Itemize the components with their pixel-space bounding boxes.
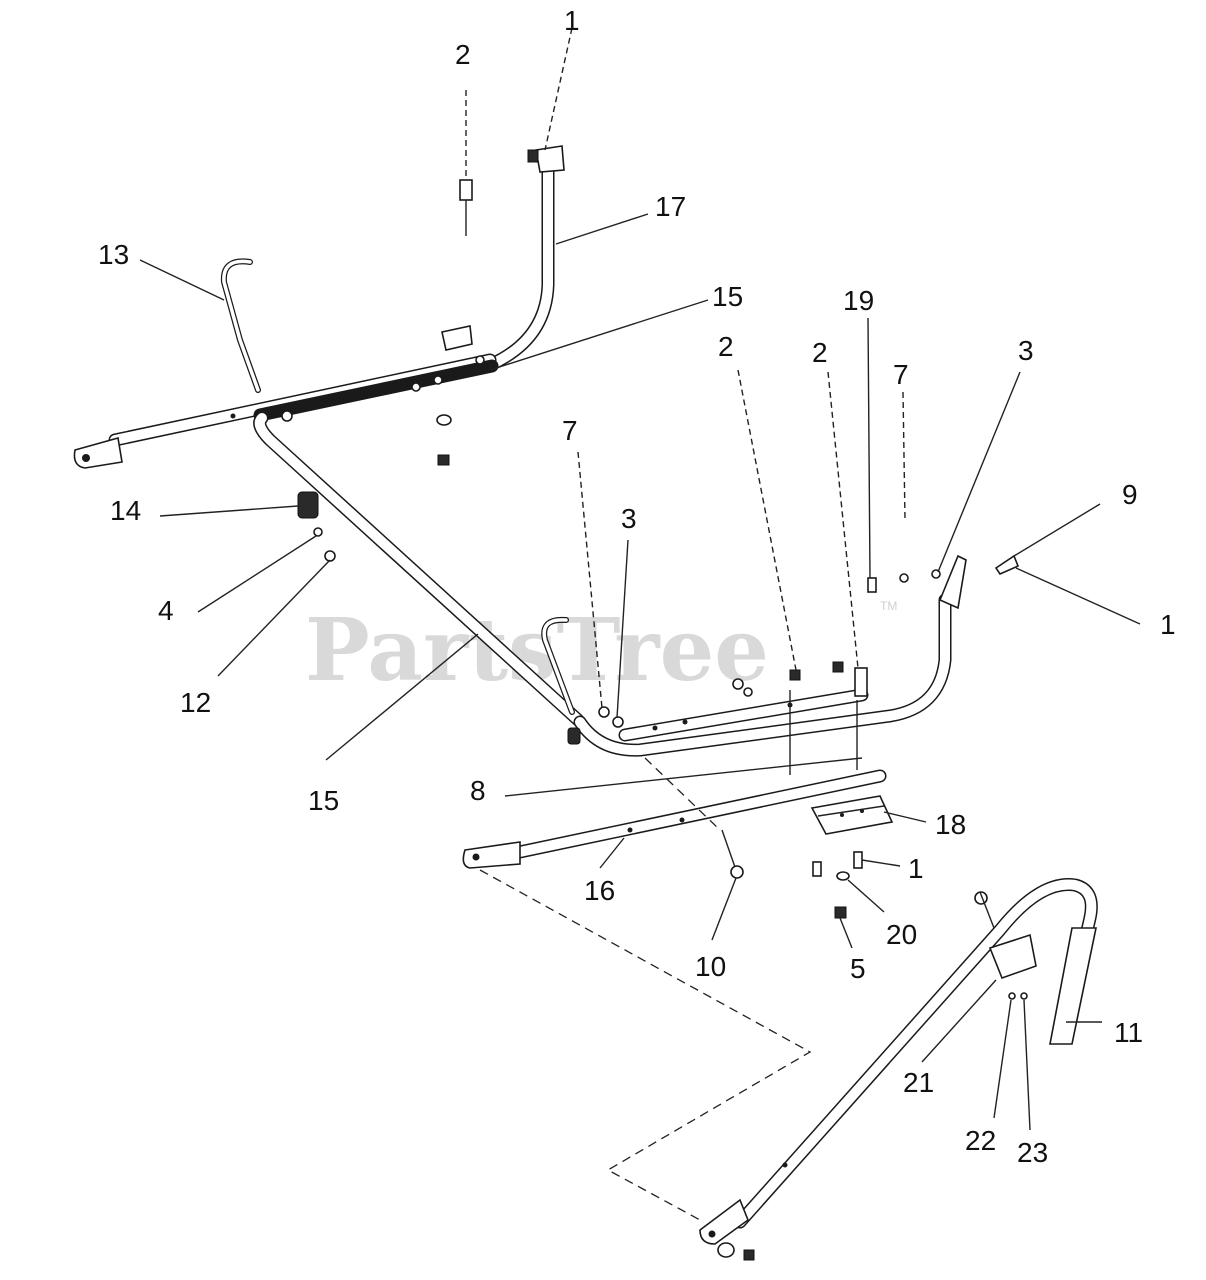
assembly-dashed-line-2 — [644, 757, 721, 831]
hardware-lower — [598, 661, 868, 775]
callout-7-left: 7 — [562, 415, 578, 446]
lower-rail-part-16 — [462, 769, 887, 869]
upper-handle-part-17 — [483, 145, 565, 372]
callout-10: 10 — [695, 951, 726, 982]
callout-20: 20 — [886, 919, 917, 950]
callout-2-right: 2 — [812, 337, 828, 368]
screw-part-4 — [313, 527, 323, 537]
fasteners-part-22-23 — [1008, 992, 1028, 1000]
callout-18: 18 — [935, 809, 966, 840]
pin-part-10 — [721, 829, 744, 879]
lower-handle-rail-upper — [73, 353, 499, 469]
callout-11: 11 — [1114, 1017, 1143, 1048]
callout-3-right: 3 — [1018, 335, 1034, 366]
washer-part-12 — [324, 550, 336, 562]
cable-part-13 — [220, 258, 261, 393]
hardware-bracket-fasteners — [812, 851, 863, 919]
callout-2-top: 2 — [455, 39, 471, 70]
callout-21: 21 — [903, 1067, 934, 1098]
callout-15-top: 15 — [712, 281, 743, 312]
callout-16: 16 — [584, 875, 615, 906]
callout-9: 9 — [1122, 479, 1138, 510]
callout-12: 12 — [180, 687, 211, 718]
cross-brace-part-15 — [253, 411, 585, 727]
callout-5: 5 — [850, 953, 866, 984]
callout-17: 17 — [655, 191, 686, 222]
lever-rod — [541, 616, 581, 745]
assembly-dashed-line — [479, 869, 812, 1221]
callout-23: 23 — [1017, 1137, 1048, 1168]
callout-15-bottom: 15 — [308, 785, 339, 816]
hardware-right-side — [867, 554, 1020, 593]
callout-4: 4 — [158, 595, 174, 626]
bracket-part-18 — [810, 795, 894, 835]
lower-handle-part-8 — [573, 554, 967, 757]
hardware-upper-bracket — [281, 325, 485, 466]
callout-22: 22 — [965, 1125, 996, 1156]
washer-nut-bottom — [717, 1242, 755, 1261]
inner-rail — [618, 688, 869, 742]
callout-7-right: 7 — [893, 359, 909, 390]
callout-1-lower: 1 — [908, 853, 924, 884]
callout-3-left: 3 — [621, 503, 637, 534]
leader-lines — [139, 27, 1141, 1131]
spring-part-14 — [297, 491, 319, 519]
watermark-trademark: TM — [880, 599, 897, 613]
callout-19: 19 — [843, 285, 874, 316]
callout-1-right: 1 — [1160, 609, 1176, 640]
bolt-part-2-top — [459, 179, 473, 236]
callout-2-mid: 2 — [718, 331, 734, 362]
callout-1-top: 1 — [564, 5, 580, 36]
grip-part-11 — [1049, 927, 1097, 1045]
callout-14: 14 — [110, 495, 141, 526]
lower-frame-rail — [699, 878, 1098, 1245]
callout-13: 13 — [98, 239, 129, 270]
callout-8: 8 — [470, 775, 486, 806]
